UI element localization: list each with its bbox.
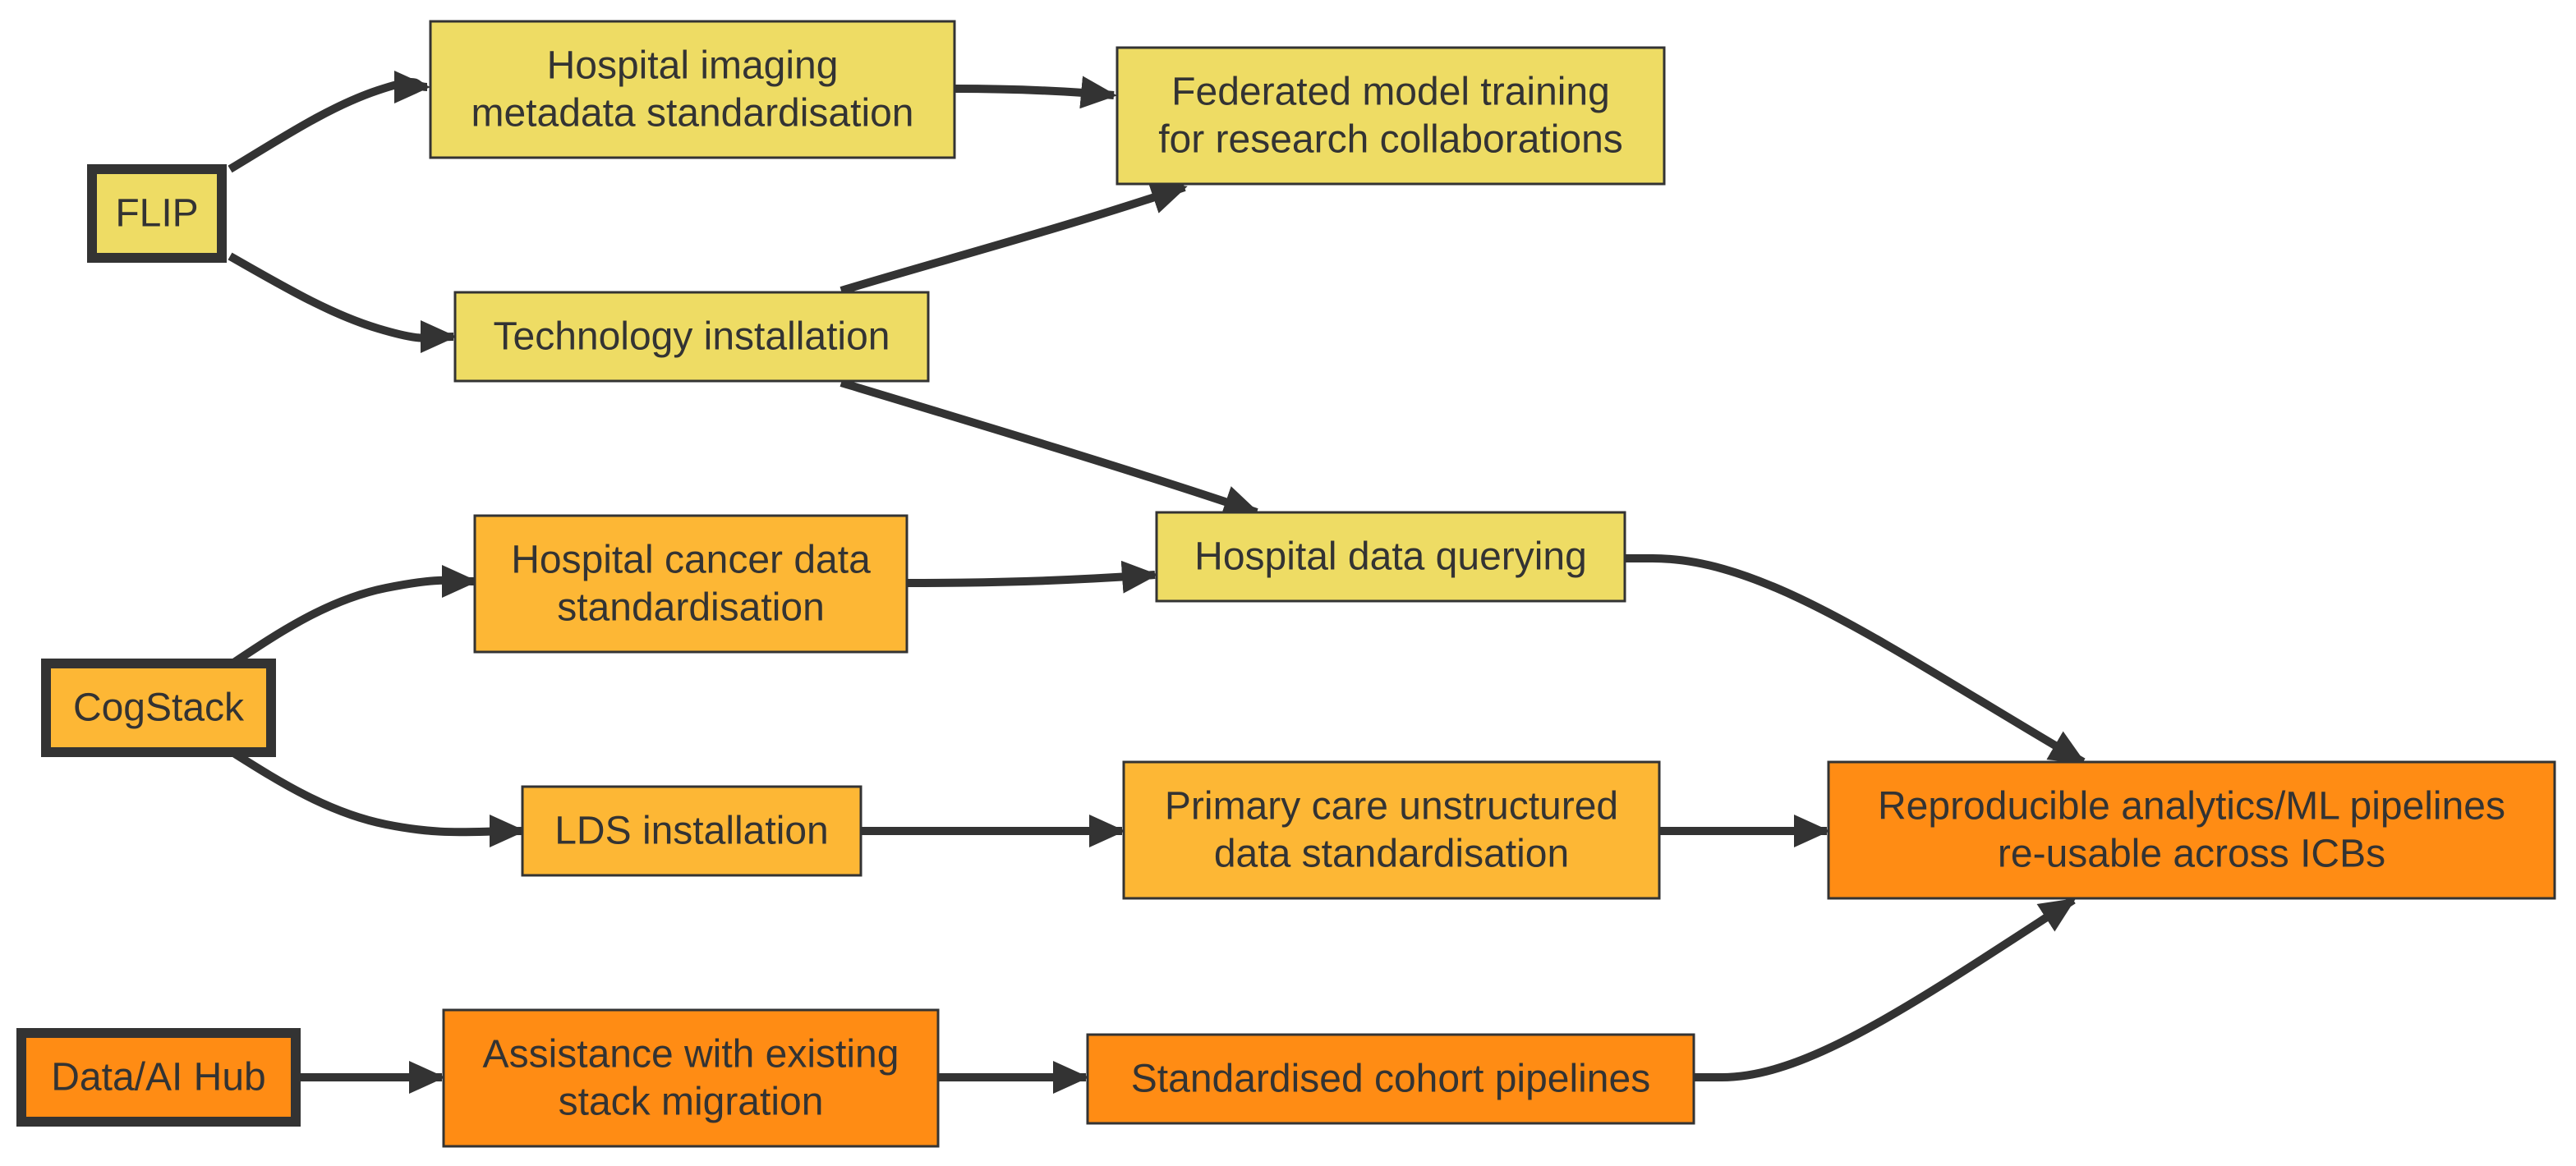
node-label-stack-migration-line-1: Assistance with existing <box>483 1033 899 1076</box>
node-lds-install: LDS installation <box>521 785 862 877</box>
node-data-ai-hub: Data/AI Hub <box>16 1028 301 1127</box>
node-box-primary-care <box>1122 760 1661 900</box>
node-label-cogstack: CogStack <box>73 686 245 730</box>
node-cohort-pipelines: Standardised cohort pipelines <box>1086 1033 1695 1125</box>
edge-cogstack-to-hosp-cancer <box>232 564 478 666</box>
node-hosp-querying: Hospital data querying <box>1155 511 1626 603</box>
node-label-repro-pipelines-line-1: Reproducible analytics/ML pipelines <box>1878 785 2505 829</box>
node-tech-install: Technology installation <box>453 291 930 383</box>
node-box-fed-training <box>1116 46 1666 186</box>
edge-hosp-querying-to-repro-pipelines <box>1625 554 2086 766</box>
node-stack-migration: Assistance with existing stack migration <box>442 1008 940 1148</box>
edge-hosp-imaging-to-fed-training <box>954 76 1117 109</box>
node-box-data-ai-hub <box>16 1028 301 1127</box>
node-label-primary-care-line-1: Primary care unstructured <box>1165 785 1618 829</box>
node-repro-pipelines: Reproducible analytics/ML pipelinesre-us… <box>1827 760 2556 900</box>
node-flip: FLIP <box>87 164 227 263</box>
node-box-repro-pipelines <box>1827 760 2556 900</box>
edge-flip-to-hosp-imaging <box>228 70 430 173</box>
node-label-hosp-imaging-line-1: Hospital imaging <box>547 44 839 88</box>
edge-hosp-cancer-to-hosp-querying <box>906 560 1158 594</box>
node-label-cohort-pipelines: Standardised cohort pipelines <box>1131 1058 1650 1101</box>
node-label-hosp-imaging-line-2: metadata standardisation <box>471 92 913 135</box>
node-box-hosp-cancer <box>473 514 908 654</box>
edge-tech-install-to-hosp-querying <box>840 379 1260 517</box>
node-box-cogstack <box>41 659 276 757</box>
node-box-lds-install <box>521 785 862 877</box>
node-label-hosp-cancer-line-1: Hospital cancer data <box>511 539 871 582</box>
node-label-fed-training-line-1: Federated model training <box>1171 71 1610 114</box>
node-box-cohort-pipelines <box>1086 1033 1695 1125</box>
node-box-hosp-imaging <box>429 20 956 159</box>
node-label-repro-pipelines-line-2: re-usable across ICBs <box>1998 833 2385 876</box>
node-box-hosp-querying <box>1155 511 1626 603</box>
node-box-flip <box>87 164 227 263</box>
node-box-stack-migration <box>442 1008 940 1148</box>
edge-flip-to-tech-install <box>228 252 457 354</box>
edges-layer <box>228 70 2086 1094</box>
node-label-fed-training-line-2: for research collaborations <box>1158 118 1623 162</box>
node-cogstack: CogStack <box>41 659 276 757</box>
node-label-lds-install: LDS installation <box>554 810 829 853</box>
node-box-tech-install <box>453 291 930 383</box>
node-label-tech-install: Technology installation <box>494 315 890 359</box>
edge-cohort-pipelines-to-repro-pipelines <box>1694 896 2077 1081</box>
node-label-flip: FLIP <box>115 192 198 236</box>
edge-tech-install-to-fed-training <box>840 181 1188 295</box>
node-label-data-ai-hub: Data/AI Hub <box>51 1056 265 1099</box>
node-label-primary-care-line-2: data standardisation <box>1214 833 1569 876</box>
node-label-stack-migration-line-2: stack migration <box>559 1081 824 1124</box>
node-label-hosp-cancer-line-2: standardisation <box>557 586 825 630</box>
edge-cogstack-to-lds-install <box>232 750 526 848</box>
node-label-hosp-querying: Hospital data querying <box>1194 535 1587 579</box>
